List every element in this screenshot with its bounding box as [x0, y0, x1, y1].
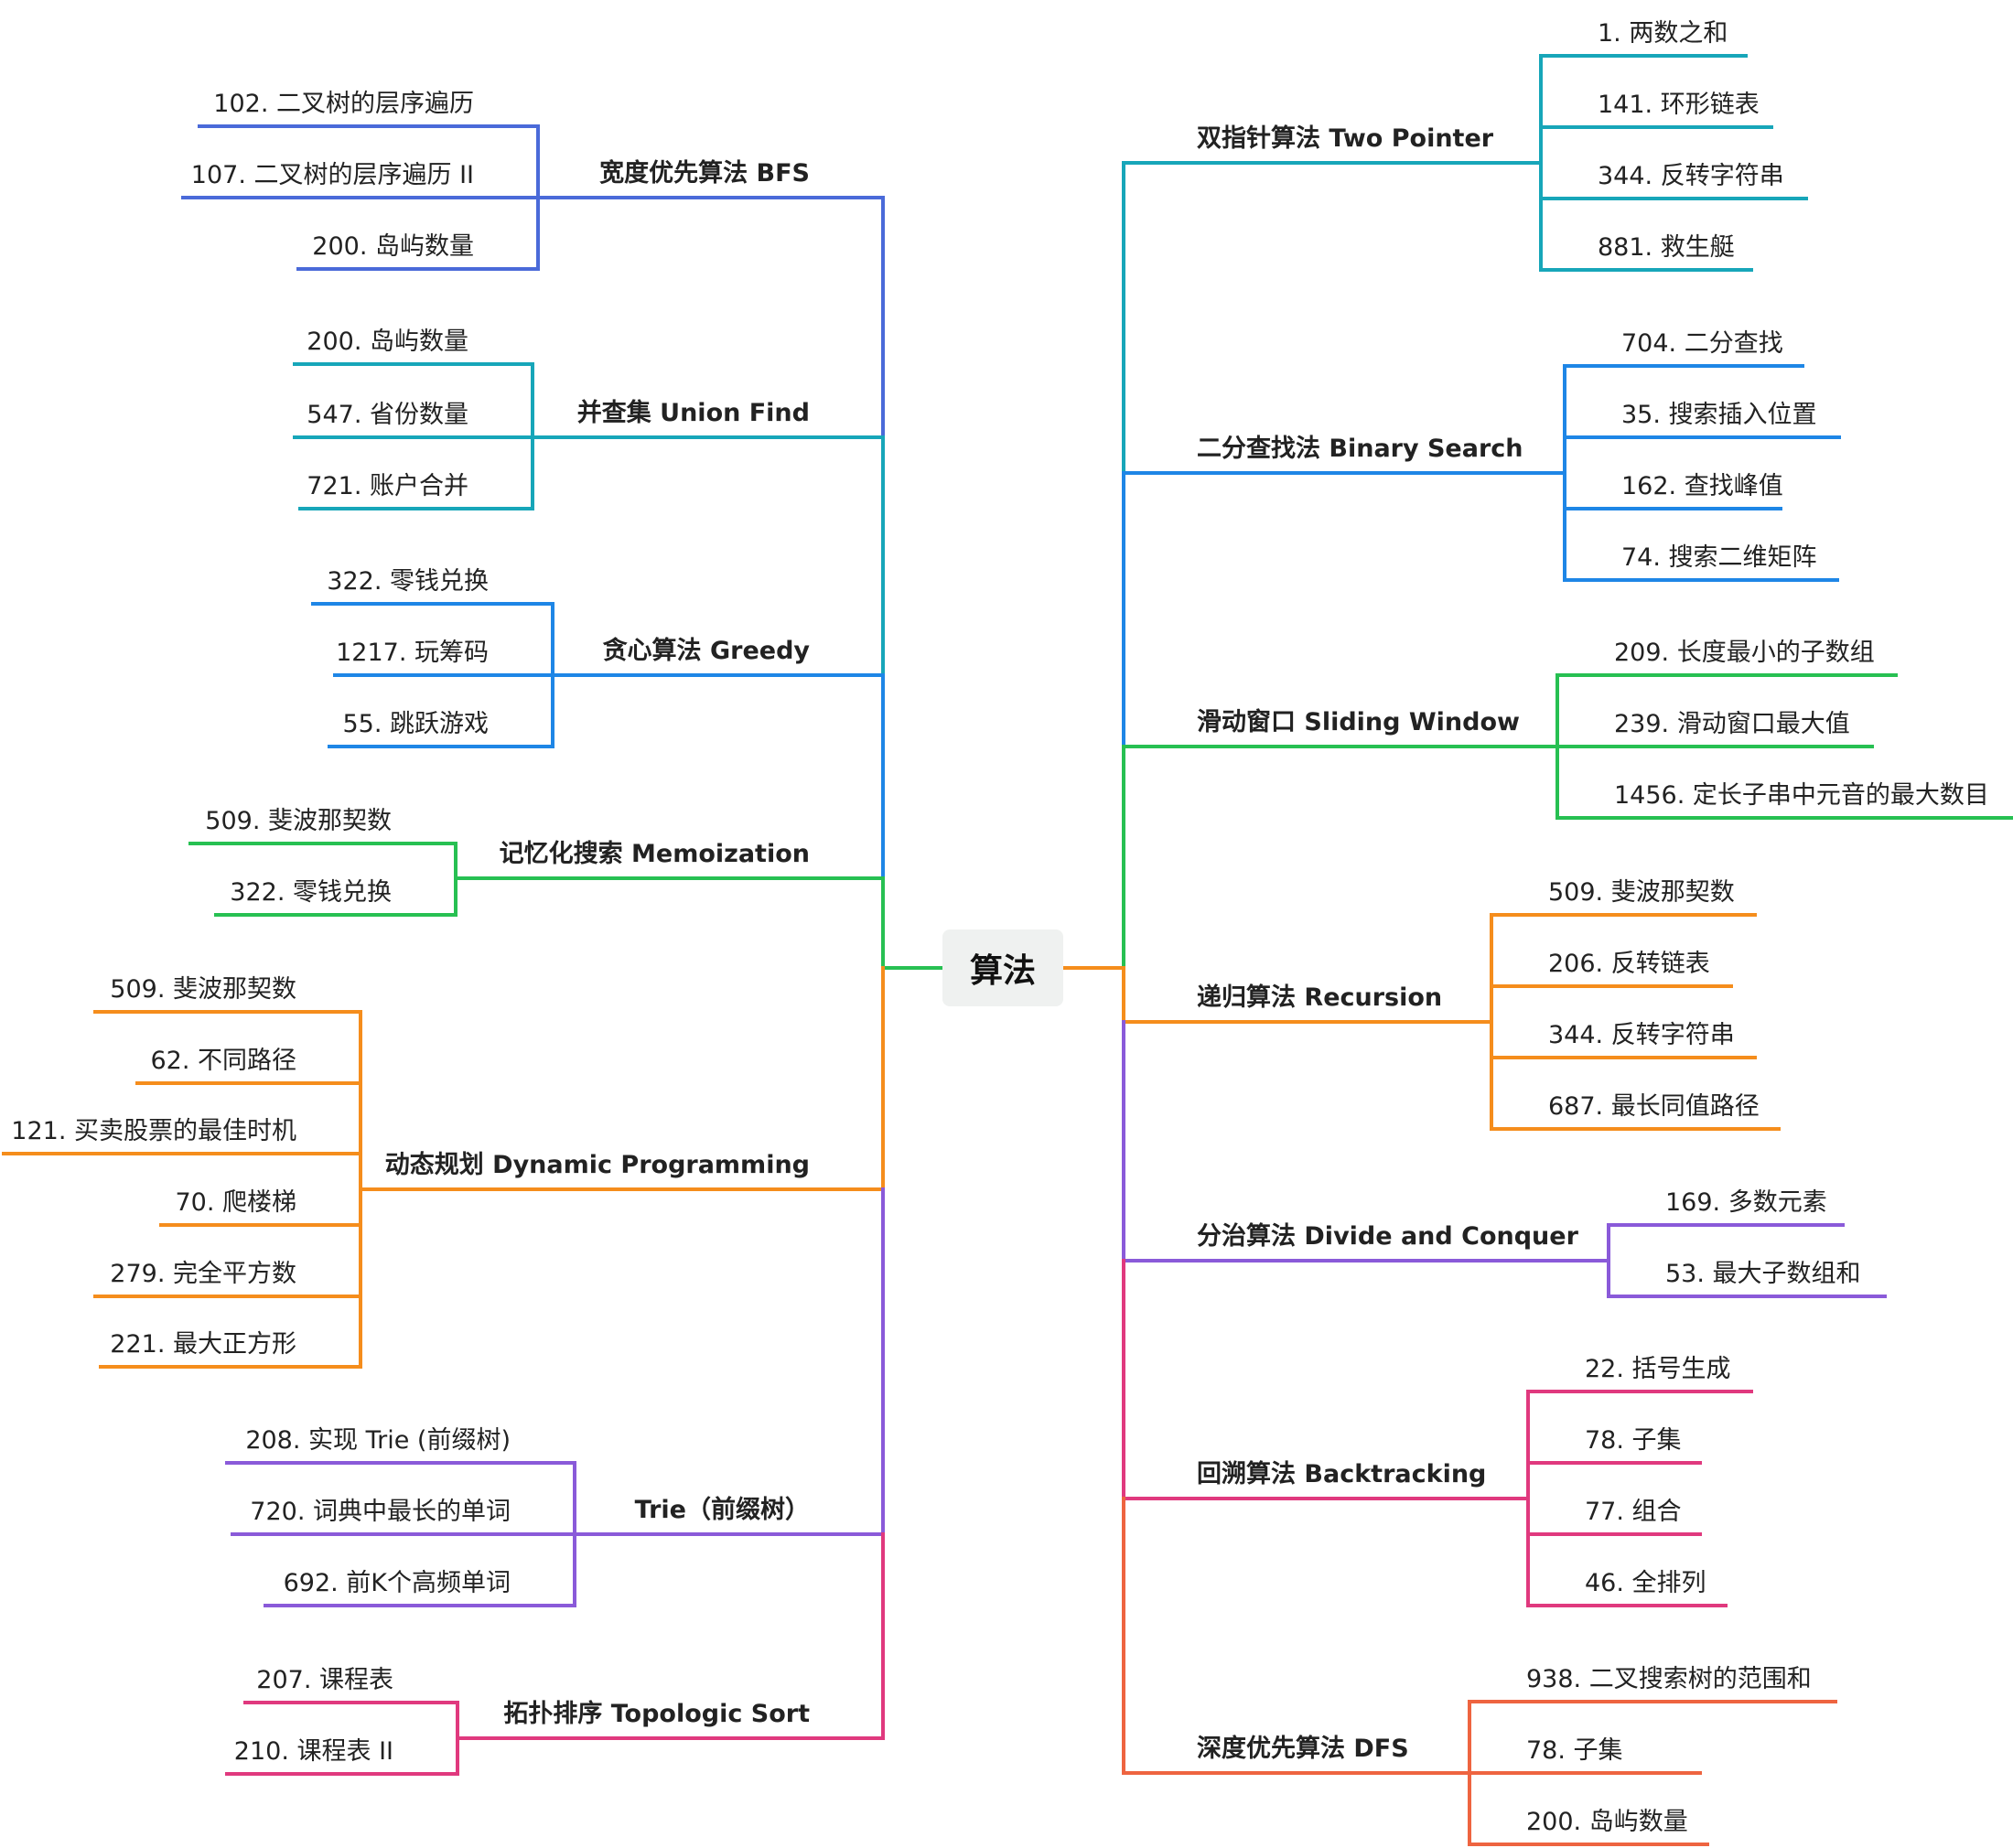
- right-leaf-label[interactable]: 881. 救生艇: [1598, 233, 1735, 262]
- right-leaf-label[interactable]: 344. 反转字符串: [1598, 162, 1784, 190]
- right-leaf-label[interactable]: 704. 二分查找: [1621, 329, 1783, 358]
- left-leaf-label[interactable]: 62. 不同路径: [150, 1047, 296, 1075]
- left-leaf-label[interactable]: 200. 岛屿数量: [307, 328, 468, 356]
- right-leaf-label[interactable]: 53. 最大子数组和: [1665, 1260, 1861, 1288]
- left-leaf-label[interactable]: 509. 斐波那契数: [205, 807, 392, 835]
- right-leaf-label[interactable]: 687. 最长同值路径: [1548, 1092, 1760, 1121]
- left-leaf-label[interactable]: 200. 岛屿数量: [312, 232, 474, 261]
- left-category-label[interactable]: 贪心算法 Greedy: [602, 637, 810, 665]
- right-category-label[interactable]: 分治算法 Divide and Conquer: [1197, 1222, 1578, 1251]
- left-leaf-label[interactable]: 107. 二叉树的层序遍历 II: [190, 161, 474, 189]
- right-leaf-label[interactable]: 22. 括号生成: [1585, 1355, 1731, 1383]
- right-leaf-label[interactable]: 344. 反转字符串: [1548, 1021, 1735, 1049]
- right-leaf-label[interactable]: 938. 二叉搜索树的范围和: [1526, 1665, 1812, 1693]
- left-category-label[interactable]: 拓扑排序 Topologic Sort: [503, 1700, 810, 1728]
- right-category-label[interactable]: 二分查找法 Binary Search: [1197, 435, 1523, 463]
- left-leaf-label[interactable]: 721. 账户合并: [307, 472, 468, 500]
- right-leaf-label[interactable]: 141. 环形链表: [1598, 91, 1760, 119]
- left-leaf-label[interactable]: 692. 前K个高频单词: [283, 1569, 511, 1597]
- right-leaf-label[interactable]: 239. 滑动窗口最大值: [1614, 710, 1850, 738]
- right-leaf-label[interactable]: 46. 全排列: [1585, 1569, 1706, 1597]
- right-category-label[interactable]: 滑动窗口 Sliding Window: [1197, 708, 1520, 736]
- left-leaf-label[interactable]: 208. 实现 Trie (前缀树): [245, 1426, 511, 1455]
- right-category-label[interactable]: 深度优先算法 DFS: [1197, 1735, 1409, 1763]
- right-leaf-label[interactable]: 1456. 定长子串中元音的最大数目: [1614, 781, 1989, 810]
- right-leaf-label[interactable]: 74. 搜索二维矩阵: [1621, 543, 1817, 572]
- left-leaf-label[interactable]: 221. 最大正方形: [110, 1330, 296, 1359]
- right-leaf-label[interactable]: 169. 多数元素: [1665, 1188, 1827, 1217]
- left-leaf-label[interactable]: 279. 完全平方数: [110, 1260, 296, 1288]
- left-category-label[interactable]: 并查集 Union Find: [576, 399, 810, 427]
- left-category-label[interactable]: 记忆化搜索 Memoization: [499, 840, 810, 868]
- root-label: 算法: [969, 952, 1036, 990]
- left-category-label[interactable]: 宽度优先算法 BFS: [599, 159, 810, 188]
- right-leaf-label[interactable]: 200. 岛屿数量: [1526, 1808, 1688, 1836]
- right-leaf-label[interactable]: 1. 两数之和: [1598, 19, 1728, 48]
- right-leaf-label[interactable]: 206. 反转链表: [1548, 950, 1710, 978]
- right-category-label[interactable]: 回溯算法 Backtracking: [1197, 1460, 1487, 1488]
- left-leaf-label[interactable]: 102. 二叉树的层序遍历: [213, 90, 474, 118]
- left-leaf-label[interactable]: 207. 课程表: [256, 1666, 393, 1694]
- right-leaf-label[interactable]: 209. 长度最小的子数组: [1614, 639, 1875, 667]
- left-leaf-label[interactable]: 322. 零钱兑换: [327, 567, 489, 596]
- left-leaf-label[interactable]: 55. 跳跃游戏: [342, 710, 489, 738]
- left-leaf-label[interactable]: 720. 词典中最长的单词: [250, 1498, 511, 1526]
- left-leaf-label[interactable]: 547. 省份数量: [307, 401, 468, 429]
- left-leaf-label[interactable]: 1217. 玩筹码: [336, 639, 489, 667]
- right-category-label[interactable]: 递归算法 Recursion: [1197, 983, 1443, 1012]
- left-leaf-label[interactable]: 509. 斐波那契数: [110, 975, 296, 1004]
- right-leaf-label[interactable]: 78. 子集: [1585, 1426, 1682, 1455]
- right-leaf-label[interactable]: 35. 搜索插入位置: [1621, 401, 1817, 429]
- left-leaf-label[interactable]: 70. 爬楼梯: [175, 1188, 296, 1217]
- right-category-label[interactable]: 双指针算法 Two Pointer: [1197, 124, 1494, 153]
- right-leaf-label[interactable]: 78. 子集: [1526, 1736, 1623, 1765]
- left-category-label[interactable]: 动态规划 Dynamic Programming: [384, 1151, 810, 1179]
- left-leaf-label[interactable]: 210. 课程表 II: [233, 1737, 393, 1766]
- right-leaf-label[interactable]: 509. 斐波那契数: [1548, 878, 1735, 907]
- root-node[interactable]: 算法: [942, 929, 1063, 1006]
- left-leaf-label[interactable]: 121. 买卖股票的最佳时机: [11, 1117, 296, 1145]
- left-category-label[interactable]: Trie（前缀树）: [634, 1496, 810, 1524]
- right-leaf-label[interactable]: 162. 查找峰值: [1621, 472, 1783, 500]
- right-leaf-label[interactable]: 77. 组合: [1585, 1498, 1682, 1526]
- left-leaf-label[interactable]: 322. 零钱兑换: [230, 878, 392, 907]
